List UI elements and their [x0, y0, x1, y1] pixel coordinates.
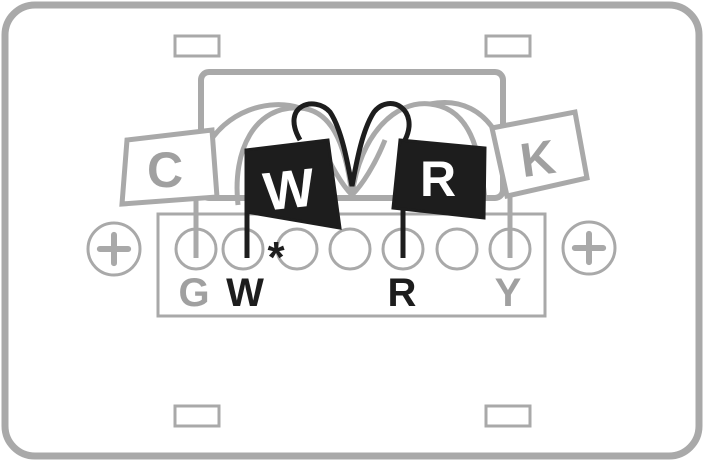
mounting-slot-bottom-left	[173, 404, 221, 428]
flag-c-tag	[119, 127, 220, 207]
flag-c-label: C	[147, 142, 183, 198]
flag-r-label: R	[420, 151, 456, 207]
flag-k: K	[489, 109, 590, 199]
terminal-label-r: R	[388, 271, 417, 315]
terminal-label-w: W	[226, 271, 264, 315]
flag-w-label: W	[261, 157, 318, 222]
flag-k-label: K	[517, 131, 559, 188]
flag-w-tag	[244, 138, 342, 230]
black-wire-loop	[291, 101, 412, 187]
grey-wire-strand-b	[350, 139, 388, 197]
mounting-slot-top-left	[173, 34, 221, 58]
screw-left	[86, 221, 142, 277]
terminal-label-g: G	[178, 271, 209, 315]
flag-r-tag	[391, 138, 487, 220]
terminal-label-y: Y	[495, 271, 522, 315]
terminal-hole-6	[435, 227, 479, 271]
mounting-slot-top-right	[484, 34, 532, 58]
mounting-slot-bottom-right	[484, 404, 532, 428]
screw-right-cross-icon	[571, 230, 607, 266]
terminal-hole-3	[275, 227, 319, 271]
terminal-hole-w	[221, 227, 265, 271]
screw-right	[561, 220, 617, 276]
flag-w: W	[244, 138, 342, 230]
terminal-hole-4	[328, 227, 372, 271]
flag-r: R	[391, 138, 487, 220]
screw-left-cross-icon	[96, 231, 132, 267]
flag-k-tag	[489, 109, 590, 199]
asterisk-marker: *	[267, 233, 285, 282]
flag-c: C	[119, 127, 220, 207]
